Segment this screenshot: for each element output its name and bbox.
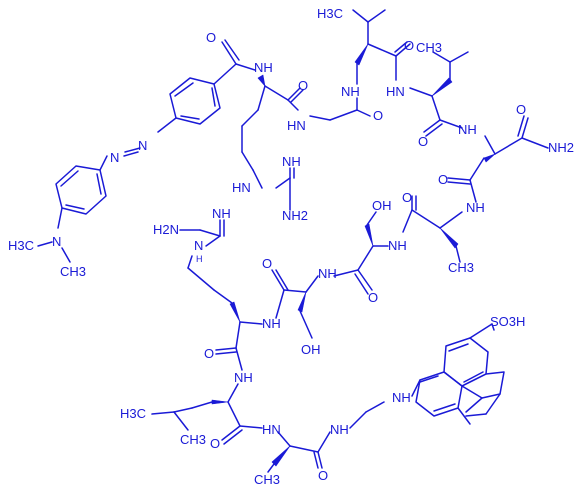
label-hn-ala2: HN — [262, 422, 281, 437]
bond-lines — [37, 9, 549, 473]
label-o-ala2: O — [318, 468, 328, 483]
label-h3c-dimethyl: H3C — [8, 238, 34, 253]
label-n-azo2: N — [110, 150, 119, 165]
label-h-guan2: H — [196, 254, 203, 264]
label-o-arg1: O — [298, 78, 308, 93]
label-o-val1: O — [404, 38, 414, 53]
label-nh2-asn: NH2 — [548, 140, 574, 155]
label-so3h: SO3H — [490, 314, 525, 329]
label-nh-leu: NH — [234, 370, 253, 385]
label-nh-ser1: NH — [388, 238, 407, 253]
label-nh-eth: NH — [330, 422, 349, 437]
label-nh-asn: NH — [458, 122, 477, 137]
label-h2n-guan2: H2N — [153, 222, 179, 237]
label-nh-guan2: NH — [212, 206, 231, 221]
label-n-azo1: N — [138, 138, 147, 153]
label-oh-ser1: OH — [372, 198, 392, 213]
label-hn-guan1: HN — [232, 180, 251, 195]
label-ch3-dimethyl: CH3 — [60, 264, 86, 279]
label-nh-guan1: NH — [282, 154, 301, 169]
label-ch3-ala2: CH3 — [254, 472, 280, 487]
label-nh-ala1: NH — [466, 200, 485, 215]
atom-labels: H3C NH O O CH3 NH HN HN O O NH O O NH2 N… — [8, 6, 574, 487]
label-ch3-val2: CH3 — [416, 40, 442, 55]
label-n-dimethyl: N — [52, 234, 61, 249]
label-hn-val2: HN — [386, 84, 405, 99]
label-nh-ser2: NH — [318, 266, 337, 281]
label-nh-val1: NH — [341, 84, 360, 99]
label-h3c-val1: H3C — [317, 6, 343, 21]
label-oh-ser2: OH — [301, 342, 321, 357]
label-h3c-leu: H3C — [120, 406, 146, 421]
label-o-val2: O — [418, 134, 428, 149]
label-o-leu: O — [210, 436, 220, 451]
label-nh-edans: NH — [392, 390, 411, 405]
label-n-guan2: N — [194, 238, 203, 253]
label-ch3-ala1: CH3 — [448, 260, 474, 275]
label-o-gly: O — [373, 108, 383, 123]
label-nh-arg2: NH — [262, 316, 281, 331]
label-nh2-guan1: NH2 — [282, 208, 308, 223]
label-o-asn: O — [438, 172, 448, 187]
label-nh-arg1: NH — [254, 60, 273, 75]
label-o-ser2-carbonyl: O — [368, 290, 378, 305]
label-o-ala1: O — [402, 190, 412, 205]
label-ch3-leu: CH3 — [180, 432, 206, 447]
label-o-asn-side: O — [516, 102, 526, 117]
label-hn-gly: HN — [287, 118, 306, 133]
label-o-arg2: O — [204, 346, 214, 361]
label-o-benzoyl: O — [206, 30, 216, 45]
label-o-ser1: O — [262, 256, 272, 271]
